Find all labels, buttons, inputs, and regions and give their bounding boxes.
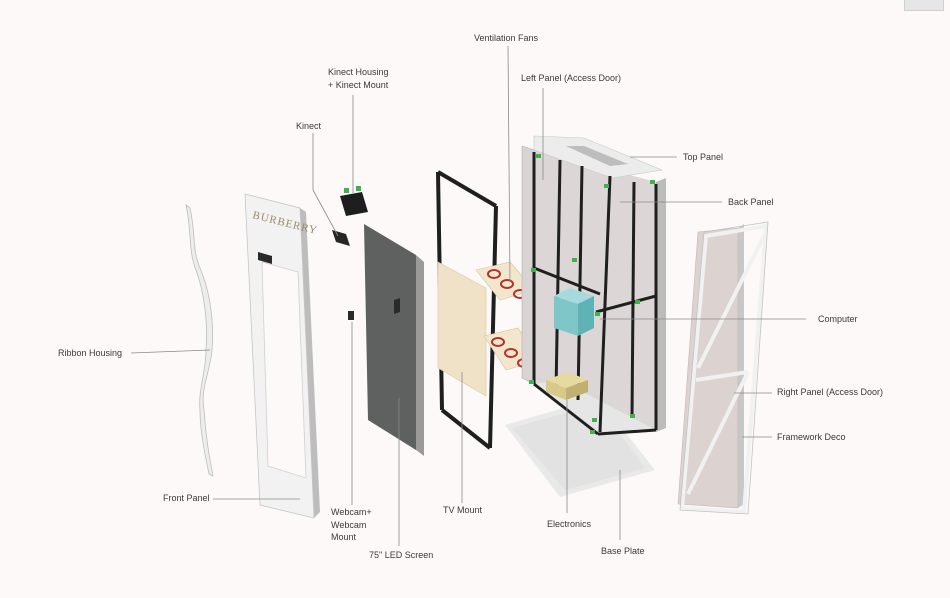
label-back-panel: Back Panel <box>728 197 774 207</box>
kinect <box>332 230 350 246</box>
label-webcam: Webcam+ Webcam Mount <box>331 507 372 543</box>
label-right-panel: Right Panel (Access Door) <box>777 387 884 397</box>
computer-side <box>578 296 594 336</box>
led-screen-mount-clip <box>394 298 400 314</box>
electronics-side <box>566 380 588 400</box>
right-panel-side <box>738 224 744 508</box>
kinect-mount-bracket-2 <box>356 186 361 191</box>
label-framework-deco: Framework Deco <box>777 432 846 442</box>
front-panel-side <box>300 208 320 518</box>
framework-deco <box>679 223 769 515</box>
label-computer: Computer <box>818 314 858 324</box>
leader-lines <box>130 45 806 546</box>
back-panel <box>534 150 656 430</box>
label-base-plate: Base Plate <box>601 546 645 556</box>
label-front-panel: Front Panel <box>163 493 210 503</box>
corner-scroll-widget[interactable] <box>904 0 944 11</box>
tv-mount-wood-panel <box>437 261 487 397</box>
label-kinect-housing: Kinect Housing + Kinect Mount <box>328 67 389 90</box>
top-panel-slot <box>566 146 628 166</box>
label-kinect: Kinect <box>296 121 322 131</box>
kinect-mount-bracket <box>344 188 349 193</box>
enclosure-side <box>656 178 666 432</box>
label-led-screen: 75" LED Screen <box>369 550 434 560</box>
right-panel <box>677 227 739 509</box>
webcam <box>348 311 354 320</box>
label-ventilation-fans: Ventilation Fans <box>474 33 539 43</box>
mount-brackets <box>529 154 655 434</box>
led-screen <box>364 224 416 450</box>
label-left-panel: Left Panel (Access Door) <box>521 73 622 83</box>
led-screen-side <box>416 255 424 456</box>
label-ribbon-housing: Ribbon Housing <box>58 348 123 358</box>
front-panel-logo-slot <box>258 252 272 264</box>
left-panel <box>521 145 535 385</box>
kinect-housing <box>340 192 368 216</box>
label-top-panel: Top Panel <box>683 152 724 162</box>
ribbon-housing <box>185 204 214 477</box>
label-tv-mount: TV Mount <box>443 505 483 515</box>
front-panel-opening <box>261 261 307 479</box>
label-electronics: Electronics <box>547 519 592 529</box>
electronics-top <box>546 372 588 388</box>
computer-top <box>554 288 594 304</box>
computer <box>554 296 578 336</box>
electronics <box>546 380 566 400</box>
framework-deco-edge <box>679 221 769 515</box>
